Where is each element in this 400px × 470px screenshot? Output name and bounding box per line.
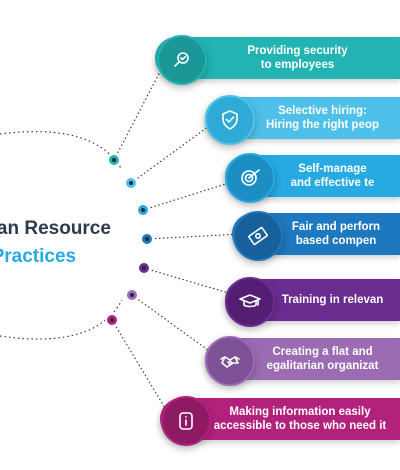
practice-item-label: Training in relevan [225, 293, 400, 307]
practice-icon-badge [205, 95, 255, 145]
connector-line [113, 63, 165, 161]
practice-icon-badge [157, 35, 207, 85]
practice-icon-badge [225, 153, 275, 203]
node-dot-center [129, 181, 133, 185]
practice-item-label: Fair and perforn based compen [232, 220, 400, 248]
practice-item-label: Providing security to employees [155, 44, 400, 72]
connector-line [131, 294, 213, 354]
info-icon [174, 409, 198, 433]
practice-item-line-1: Fair and perforn [291, 221, 381, 233]
handshake-icon [218, 349, 242, 373]
practice-item-line-2: accessible to those who need it [213, 420, 387, 432]
practice-item-line-2: egalitarian organizat [266, 360, 379, 372]
practice-item-label: Making information easily accessible to t… [160, 405, 400, 433]
practice-item-line-1: Self-manage [298, 163, 367, 175]
node-dot-center [141, 208, 145, 212]
shield-check-icon [218, 108, 242, 132]
node-dot-center [112, 158, 116, 162]
practice-icon-badge [205, 336, 255, 386]
practice-item-label: Creating a flat and egalitarian organizat [205, 345, 400, 373]
node-dot-center [110, 318, 114, 322]
search-shield-icon [170, 48, 194, 72]
node-dot-center [130, 293, 134, 297]
connector-line [130, 123, 213, 184]
practice-icon-badge [161, 396, 211, 446]
practice-item-line-1: Making information easily [229, 406, 371, 418]
practice-item-label: Self-manage and effective te [225, 162, 400, 190]
money-icon [246, 224, 270, 248]
connector-line [143, 267, 233, 295]
connector-line [146, 233, 241, 240]
connector-line [142, 181, 233, 211]
diagram-title-line-2: t Practices [0, 246, 77, 267]
practice-item-line-2: Hiring the right peop [265, 119, 380, 131]
practice-item-line-2: based compen [295, 235, 377, 247]
practice-item-line-2: to employees [260, 59, 335, 71]
connector-line [111, 319, 169, 414]
diagram-title-line-1: man Resource [0, 218, 111, 239]
practice-item-line-1: Training in relevan [281, 294, 384, 306]
practice-item-line-1: Creating a flat and [272, 346, 373, 358]
target-icon [238, 166, 262, 190]
practice-item-line-2: and effective te [290, 177, 375, 189]
practice-icon-badge [233, 211, 283, 261]
practice-item-line-1: Selective hiring: [278, 105, 367, 117]
graduation-cap-icon [238, 290, 262, 314]
node-dot-center [142, 266, 146, 270]
practice-icon-badge [225, 277, 275, 327]
practice-item-label: Selective hiring: Hiring the right peop [205, 104, 400, 132]
node-dot-center [145, 237, 149, 241]
practice-item-line-1: Providing security [247, 45, 348, 57]
